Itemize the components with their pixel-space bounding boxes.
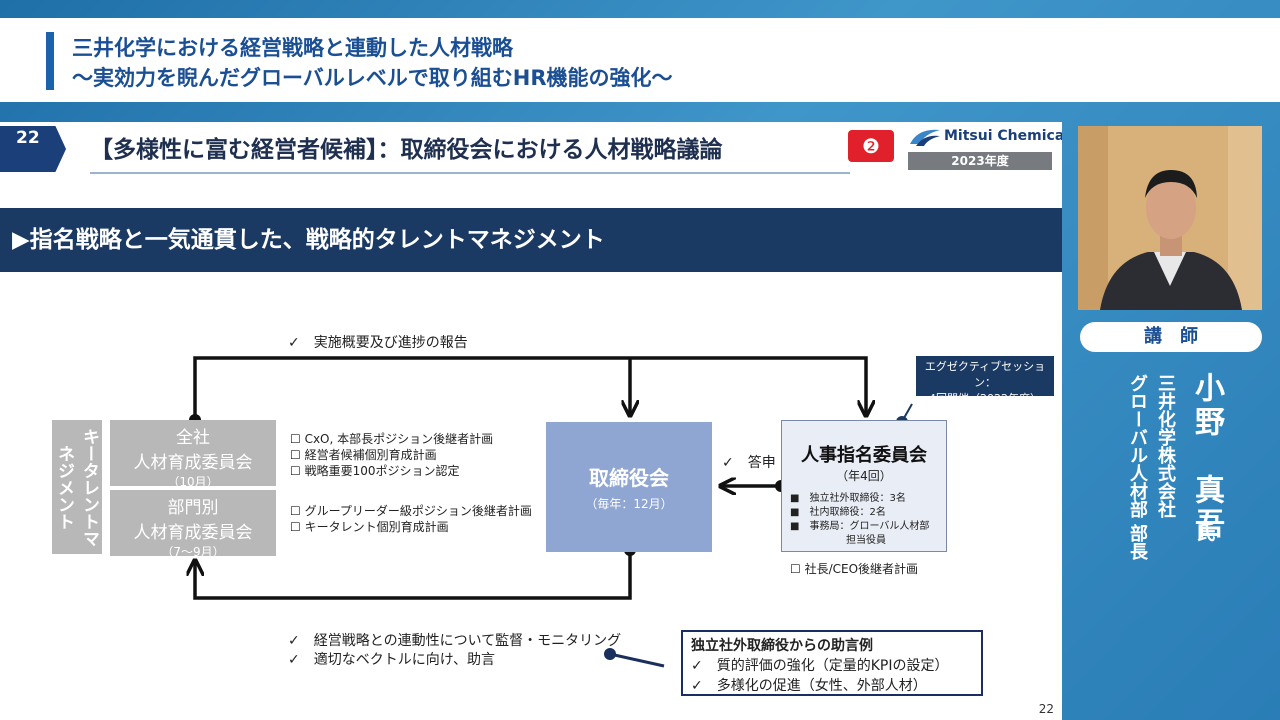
speaker-department: グローバル人材部 部長	[1127, 374, 1148, 561]
title-line-1: 三井化学における経営戦略と連動した人材戦略	[72, 36, 513, 60]
hr-member-3: ■ 事務局：グローバル人材部	[790, 521, 930, 532]
bullet-1-2: ☐ 経営者候補個別育成計画	[290, 448, 437, 462]
report-label: ✓ 実施概要及び進捗の報告	[288, 335, 468, 351]
hr-member-1: ■ 独立社外取締役：3名	[790, 493, 906, 504]
key-talent-text: キータレントマネジメント	[54, 427, 99, 547]
lecturer-label: 講 師	[1080, 322, 1262, 352]
answer-label: ✓ 答申	[722, 455, 776, 471]
speaker-name: 小野 真吾	[1189, 372, 1224, 542]
ceo-plan-item: ☐ 社長/CEO後継者計画	[790, 562, 919, 576]
board-of-directors-box: 取締役会 （毎年：12月）	[546, 422, 712, 552]
slide-number-tab: 22	[0, 126, 66, 172]
speaker-company: 三井化学株式会社	[1155, 374, 1176, 518]
advice-title: 独立社外取締役からの助言例	[691, 638, 873, 654]
advice-example-box: 独立社外取締役からの助言例 ✓ 質的評価の強化（定量的KPIの設定） ✓ 多様化…	[681, 630, 983, 696]
page-number: 22	[1038, 702, 1054, 716]
year-label: 2023年度	[908, 152, 1052, 170]
slide-badge: ❷	[848, 130, 894, 162]
logo-text: Mitsui Chemicals	[944, 128, 1062, 144]
committee2-sub: （7〜9月）	[161, 545, 225, 559]
exec-line2: 4回開催（2022年度）	[929, 392, 1041, 405]
nomination-committee-box: 人事指名委員会 （年4回） ■ 独立社外取締役：3名 ■ 社内取締役：2名 ■ …	[781, 420, 947, 552]
hr-committee-name: 人事指名委員会	[801, 445, 927, 466]
logo-wave-icon	[910, 129, 940, 146]
bullet-2-2: ☐ キータレント個別育成計画	[290, 520, 449, 534]
feedback-flow-line	[195, 550, 632, 600]
title-banner: 三井化学における経営戦略と連動した人材戦略 〜実効力を睨んだグローバルレベルで取…	[0, 18, 1280, 102]
key-talent-label: キータレントマネジメント	[52, 420, 102, 554]
committee1-line2: 人材育成委員会	[133, 453, 253, 473]
title-line-2: 〜実効力を睨んだグローバルレベルで取り組むHR機能の強化〜	[72, 66, 673, 90]
speaker-honorific: 氏	[1192, 522, 1216, 542]
speaker-video	[1078, 126, 1262, 310]
bullet-1-3: ☐ 戦略重要100ポジション認定	[290, 464, 460, 478]
board-sub: （毎年：12月）	[585, 497, 673, 511]
executive-session-callout: エグゼクティブセッション： 4回開催（2022年度）	[916, 356, 1054, 405]
committee2-line1: 部門別	[167, 498, 219, 518]
speaker-image	[1078, 126, 1262, 310]
company-wide-committee: 全社 人材育成委員会 （10月）	[110, 420, 276, 489]
committee1-line1: 全社	[176, 428, 210, 448]
board-name: 取締役会	[589, 466, 669, 490]
monitor-item-1: ✓ 経営戦略との連動性について監督・モニタリング	[288, 633, 622, 649]
slide-title: 【多様性に富む経営者候補】：取締役会における人材戦略議論	[90, 128, 850, 174]
division-committee: 部門別 人材育成委員会 （7〜9月）	[110, 490, 276, 559]
advice-item-1: ✓ 質的評価の強化（定量的KPIの設定）	[691, 658, 949, 674]
report-flow-line	[193, 356, 866, 420]
hr-member-3-extra: 担当役員	[846, 535, 886, 546]
bullet-2-1: ☐ グループリーダー級ポジション後継者計画	[290, 504, 532, 518]
exec-line1: エグゼクティブセッション：	[924, 360, 1046, 389]
hr-committee-sub: （年4回）	[836, 469, 892, 483]
committee2-line2: 人材育成委員会	[133, 523, 253, 543]
flow-diagram-lines	[0, 356, 913, 668]
hr-member-2: ■ 社内取締役：2名	[790, 507, 886, 518]
advice-item-2: ✓ 多様化の促進（女性、外部人材）	[691, 678, 927, 694]
bullet-1-1: ☐ CxO, 本部長ポジション後継者計画	[290, 432, 494, 446]
monitor-item-2: ✓ 適切なベクトルに向け、助言	[288, 652, 496, 668]
company-logo: Mitsui Chemicals	[908, 126, 1062, 148]
section-header: ▶指名戦略と一気通貫した、戦略的タレントマネジメント	[0, 208, 1062, 272]
slide: 22 【多様性に富む経営者候補】：取締役会における人材戦略議論 ❷ Mitsui…	[0, 122, 1062, 720]
committee1-sub: （10月）	[167, 475, 219, 489]
title-accent-bar	[46, 32, 54, 90]
